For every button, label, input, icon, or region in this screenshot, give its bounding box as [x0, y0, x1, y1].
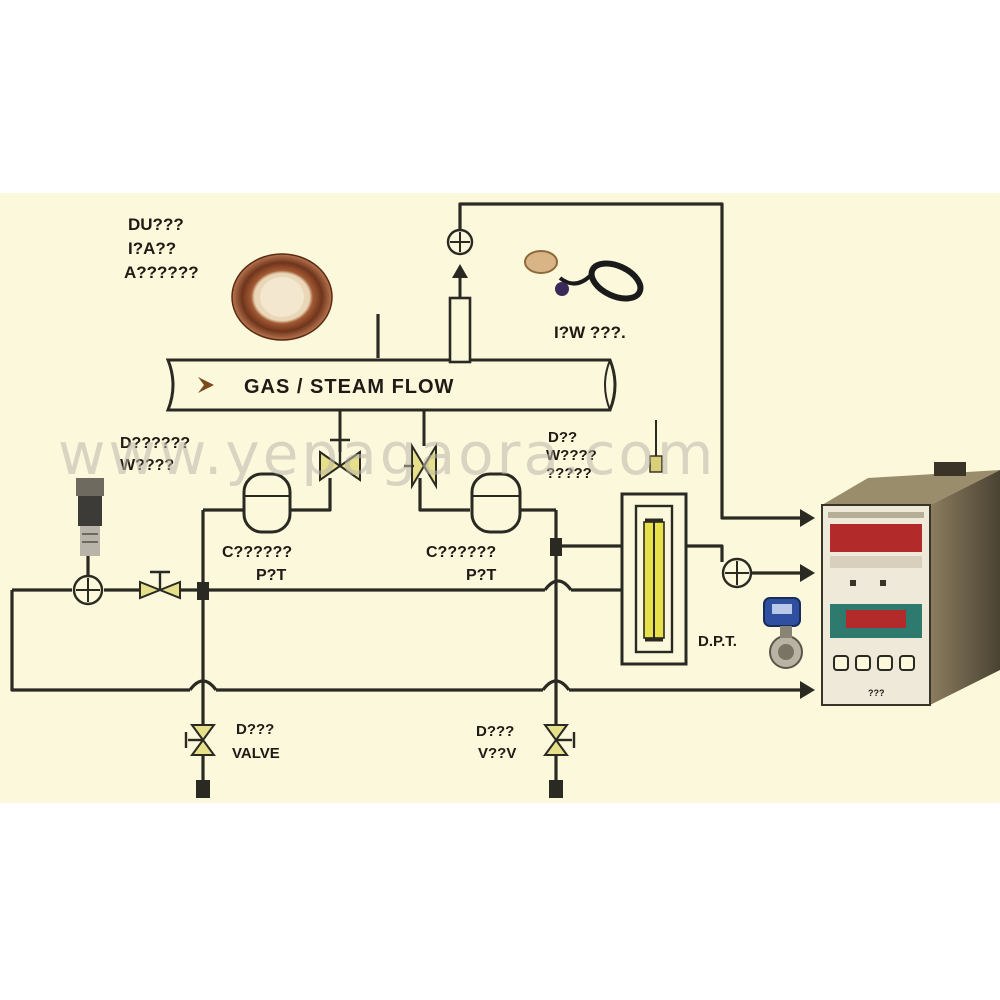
drain-valve-right-label-line-1: D???: [476, 723, 514, 740]
condensate-pot-right-label: C?????? P?T: [426, 544, 496, 584]
isolation-valve-left-label-line-1: D??????: [120, 435, 190, 452]
condensate-pot-left: [242, 472, 292, 534]
drain-valve-left-label-line-2: VALVE: [232, 745, 280, 762]
flow-direction-icon: [198, 377, 214, 393]
flow-indicator-icon: ???: [821, 462, 1000, 706]
orifice-label-line-2: I?A??: [128, 239, 176, 258]
piping: [10, 202, 800, 780]
isolation-valve-left-label: D?????? W????: [120, 435, 190, 474]
signal-arrows: [452, 264, 815, 699]
arrow-head-icon: [800, 509, 815, 527]
drain-valve-right: [543, 724, 576, 798]
arrow-head-icon: [800, 681, 815, 699]
gauge-glass: [620, 420, 688, 666]
flow-header-label: GAS / STEAM FLOW: [244, 376, 454, 398]
isolation-valve-right-label-line-1: D??: [548, 429, 577, 446]
watermark-text: www.yepagaora.com: [58, 420, 716, 488]
condensate-pot-left-label-line-2: P?T: [256, 567, 286, 584]
flow-header-pipe: GAS / STEAM FLOW: [165, 358, 617, 412]
dp-transmitter-icon: [763, 597, 803, 669]
condensate-pot-left-label: C?????? P?T: [222, 544, 292, 584]
drain-valve-left: [184, 724, 216, 798]
arrow-up-icon: [452, 264, 468, 278]
transmitter-label: D.P.T.: [698, 633, 737, 650]
indicator-brand-label: ???: [868, 688, 885, 698]
isolation-valve-left: [319, 410, 361, 482]
coiled-cable-icon: [524, 250, 644, 302]
orifice-label-line-1: DU???: [128, 215, 184, 234]
isolation-valve-right: [404, 410, 437, 490]
drain-valve-right-label-line-2: V??V: [478, 745, 516, 762]
isolation-valve-right-label: D?? W???? ?????: [546, 429, 597, 482]
signal-converter: [446, 228, 474, 364]
copper-ring-icon: [231, 253, 333, 341]
junction-block: [550, 538, 562, 556]
drain-valve-left-label: D??? VALVE: [232, 721, 280, 762]
output-flange: [721, 557, 753, 589]
condensate-pot-right-label-line-1: C??????: [426, 544, 496, 561]
isolation-valve-left-label-line-2: W????: [120, 457, 174, 474]
condensate-pot-right: [470, 472, 522, 534]
orifice-label-line-3: A??????: [124, 263, 199, 282]
drain-valve-left-label-line-1: D???: [236, 721, 274, 738]
junction-block: [197, 582, 209, 600]
orifice-tap-sensor: [76, 478, 104, 556]
condensate-pot-right-label-line-2: P?T: [466, 567, 496, 584]
arrow-head-icon: [800, 564, 815, 582]
globe-valve-icon: [139, 570, 181, 600]
condensate-pot-left-label-line-1: C??????: [222, 544, 292, 561]
orifice-flange: [72, 574, 104, 606]
isolation-valve-right-label-line-3: ?????: [546, 465, 592, 482]
isolation-valve-right-label-line-2: W????: [546, 447, 597, 464]
drain-valve-right-label: D??? V??V: [476, 723, 516, 762]
impulse-pipe-label: I?W ???.: [554, 323, 626, 342]
orifice-plate-label: DU??? I?A?? A??????: [124, 215, 199, 282]
